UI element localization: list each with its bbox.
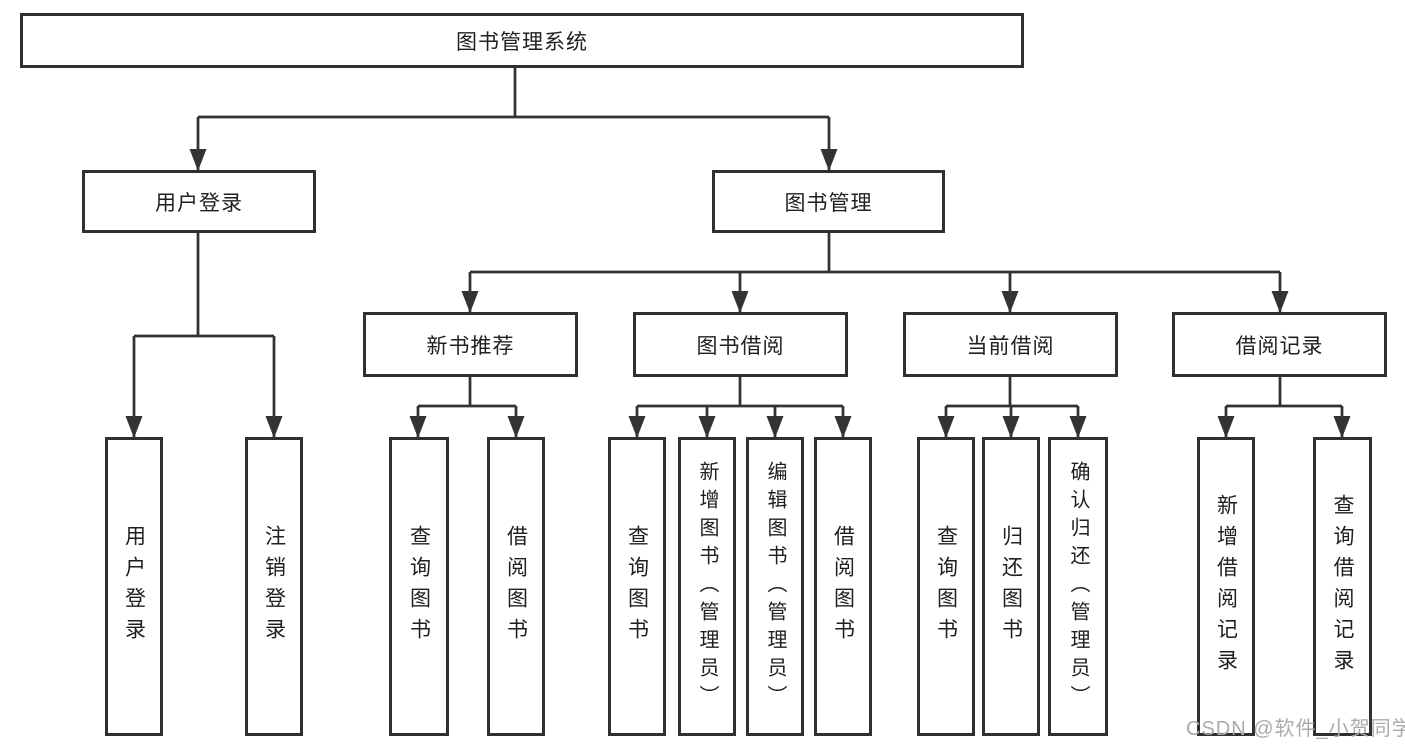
node-borrowing-records: 借阅记录 xyxy=(1172,312,1387,377)
node-label: 确认归还（管理员） xyxy=(1067,460,1089,713)
node-label: 查询借阅记录 xyxy=(1331,493,1354,680)
node-label: 图书借阅 xyxy=(696,334,785,358)
node-leaf-borrow-books-recommend: 借阅图书 xyxy=(487,437,545,736)
node-library-management-system: 图书管理系统 xyxy=(20,13,1024,68)
node-leaf-query-books-recommend: 查询图书 xyxy=(389,437,449,736)
node-leaf-add-books-admin: 新增图书（管理员） xyxy=(678,437,736,736)
watermark: CSDN @软件_小贺同学 xyxy=(1186,718,1405,740)
node-leaf-borrow-books: 借阅图书 xyxy=(814,437,872,736)
node-leaf-logout: 注销登录 xyxy=(245,437,303,736)
node-label: 借阅记录 xyxy=(1235,334,1324,358)
node-current-borrowing: 当前借阅 xyxy=(903,312,1118,377)
node-label: 查询图书 xyxy=(625,524,649,649)
node-label: 当前借阅 xyxy=(966,334,1055,358)
node-leaf-add-borrow-record: 新增借阅记录 xyxy=(1197,437,1255,736)
node-leaf-confirm-return-admin: 确认归还（管理员） xyxy=(1048,437,1108,736)
node-label: 图书管理 xyxy=(784,191,873,215)
node-label: 图书管理系统 xyxy=(456,30,588,54)
node-user-login: 用户登录 xyxy=(82,170,316,233)
node-label: 查询图书 xyxy=(934,524,958,649)
node-label: 归还图书 xyxy=(999,524,1023,649)
node-label: 新增借阅记录 xyxy=(1214,493,1238,680)
node-label: 用户登录 xyxy=(122,524,146,649)
node-label: 注销登录 xyxy=(262,524,286,649)
node-label: 借阅图书 xyxy=(831,524,855,649)
node-label: 新书推荐 xyxy=(426,334,515,358)
node-leaf-user-login: 用户登录 xyxy=(105,437,163,736)
node-label: 借阅图书 xyxy=(504,524,528,649)
node-leaf-query-books-borrow: 查询图书 xyxy=(608,437,666,736)
node-leaf-return-books: 归还图书 xyxy=(982,437,1040,736)
arrowhead-icons xyxy=(125,149,1351,438)
node-leaf-edit-books-admin: 编辑图书（管理员） xyxy=(746,437,804,736)
node-leaf-query-books-current: 查询图书 xyxy=(917,437,975,736)
node-label: 用户登录 xyxy=(155,191,243,215)
node-label: 编辑图书（管理员） xyxy=(764,460,786,713)
node-label: 查询图书 xyxy=(407,524,431,649)
node-leaf-query-borrow-record: 查询借阅记录 xyxy=(1313,437,1372,736)
node-book-borrowing: 图书借阅 xyxy=(633,312,848,377)
node-new-book-recommendation: 新书推荐 xyxy=(363,312,578,377)
node-book-management: 图书管理 xyxy=(712,170,945,233)
node-label: 新增图书（管理员） xyxy=(696,460,718,713)
